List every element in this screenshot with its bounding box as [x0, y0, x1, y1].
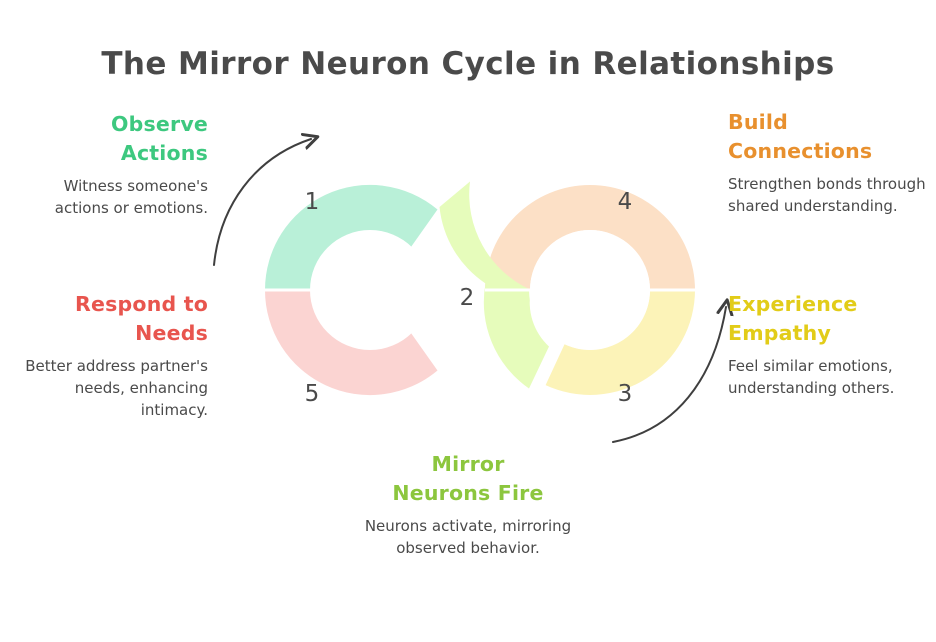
callout-respond-body: Better address partner's needs, enhancin… [25, 357, 208, 420]
callout-empathy-heading-line1: Experience [728, 292, 858, 316]
callout-respond-heading-line2: Needs [135, 321, 208, 346]
callout-respond-heading-line1: Respond to [75, 292, 208, 316]
donut-segment-1 [264, 184, 438, 290]
donut-segment-5 [264, 290, 438, 396]
callout-observe-heading-line2: Actions [120, 141, 208, 166]
left-donut-hole [310, 230, 430, 350]
segment-number-2: 2 [460, 285, 475, 311]
callout-empathy-heading-line2: Empathy [728, 321, 832, 346]
callout-observe-heading-line1: Observe [111, 112, 208, 136]
callout-experience-empathy: Experience Empathy Feel similar emotions… [728, 290, 928, 399]
callout-build-heading-line2: Connections [728, 139, 873, 164]
donut-segment-3 [545, 290, 695, 395]
callout-empathy-heading: Experience Empathy [728, 290, 928, 348]
callout-respond-heading: Respond to Needs [10, 290, 208, 348]
callout-observe-body: Witness someone's actions or emotions. [54, 177, 208, 218]
segment-number-5: 5 [305, 381, 320, 407]
segment-number-1: 1 [305, 189, 320, 215]
right-cycle-arrow [612, 307, 726, 443]
left-cycle-arrow [213, 139, 311, 266]
page-title: The Mirror Neuron Cycle in Relationships [101, 46, 835, 82]
segment-number-4: 4 [618, 189, 633, 215]
callout-empathy-body: Feel similar emotions, understanding oth… [728, 357, 895, 398]
right-donut-hole [530, 230, 650, 350]
callout-mirror-neurons-fire: Mirror Neurons Fire Neurons activate, mi… [338, 450, 598, 559]
callout-mirror-body: Neurons activate, mirroring observed beh… [364, 517, 572, 558]
callout-build-body: Strengthen bonds through shared understa… [728, 175, 926, 216]
callout-build-heading: Build Connections [728, 108, 928, 166]
callout-mirror-heading-line1: Mirror [431, 452, 505, 476]
callout-mirror-heading: Mirror Neurons Fire [338, 450, 598, 508]
donut-segment-2 [439, 181, 549, 389]
callout-build-connections: Build Connections Strengthen bonds throu… [728, 108, 928, 217]
callout-build-heading-line1: Build [728, 110, 788, 134]
donut-segment-4 [485, 185, 695, 290]
callout-observe-heading: Observe Actions [18, 110, 208, 168]
callout-mirror-heading-line2: Neurons Fire [392, 481, 544, 506]
callout-respond-to-needs: Respond to Needs Better address partner'… [10, 290, 208, 421]
callout-observe-actions: Observe Actions Witness someone's action… [18, 110, 208, 219]
segment-number-3: 3 [618, 381, 633, 407]
